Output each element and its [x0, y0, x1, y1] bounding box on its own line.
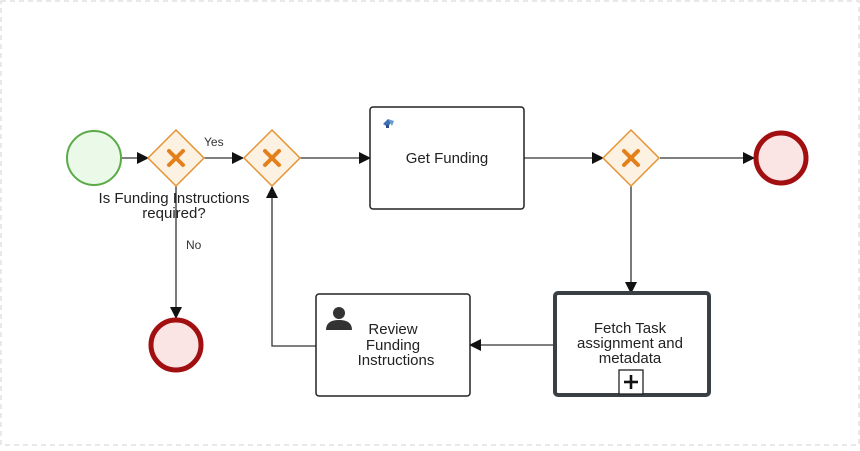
exclusive-gateway-after-funding[interactable]: [601, 128, 661, 188]
task-label-line-3: Instructions: [358, 352, 435, 369]
gateway-label-line-1: Is Funding Instructions: [99, 190, 250, 207]
gateway-x-icon: [622, 149, 640, 167]
subprocess-plus-icon[interactable]: [618, 369, 644, 395]
task-label: Get Funding: [406, 150, 489, 167]
task-label-line-3: metadata: [599, 350, 662, 367]
exclusive-gateway-merge[interactable]: [242, 128, 302, 188]
flow-label-no: No: [186, 238, 202, 252]
sequence-flows: [121, 152, 755, 351]
subprocess-fetch-task-assignment[interactable]: Fetch Task assignment and metadata: [553, 291, 711, 397]
gateway-x-icon: [167, 149, 185, 167]
gateway-label-line-2: required?: [142, 205, 205, 222]
end-event-main[interactable]: [753, 130, 809, 186]
task-label-line-2: assignment and: [577, 335, 683, 352]
task-label-line-1: Review: [368, 321, 417, 338]
flow-review-to-gw2[interactable]: [266, 186, 316, 347]
end-event-no-funding[interactable]: [148, 317, 204, 373]
flow-label-yes: Yes: [204, 135, 224, 149]
start-event[interactable]: [66, 130, 122, 186]
gateway-x-icon: [263, 149, 281, 167]
task-label-line-1: Fetch Task: [594, 320, 667, 337]
exclusive-gateway-funding-required[interactable]: [146, 128, 206, 188]
service-task-icon: [383, 119, 394, 128]
task-review-funding-instructions[interactable]: Review Funding Instructions: [315, 293, 471, 397]
user-task-icon: [326, 307, 352, 330]
task-label-line-2: Funding: [366, 337, 420, 354]
task-get-funding[interactable]: Get Funding: [369, 106, 525, 210]
